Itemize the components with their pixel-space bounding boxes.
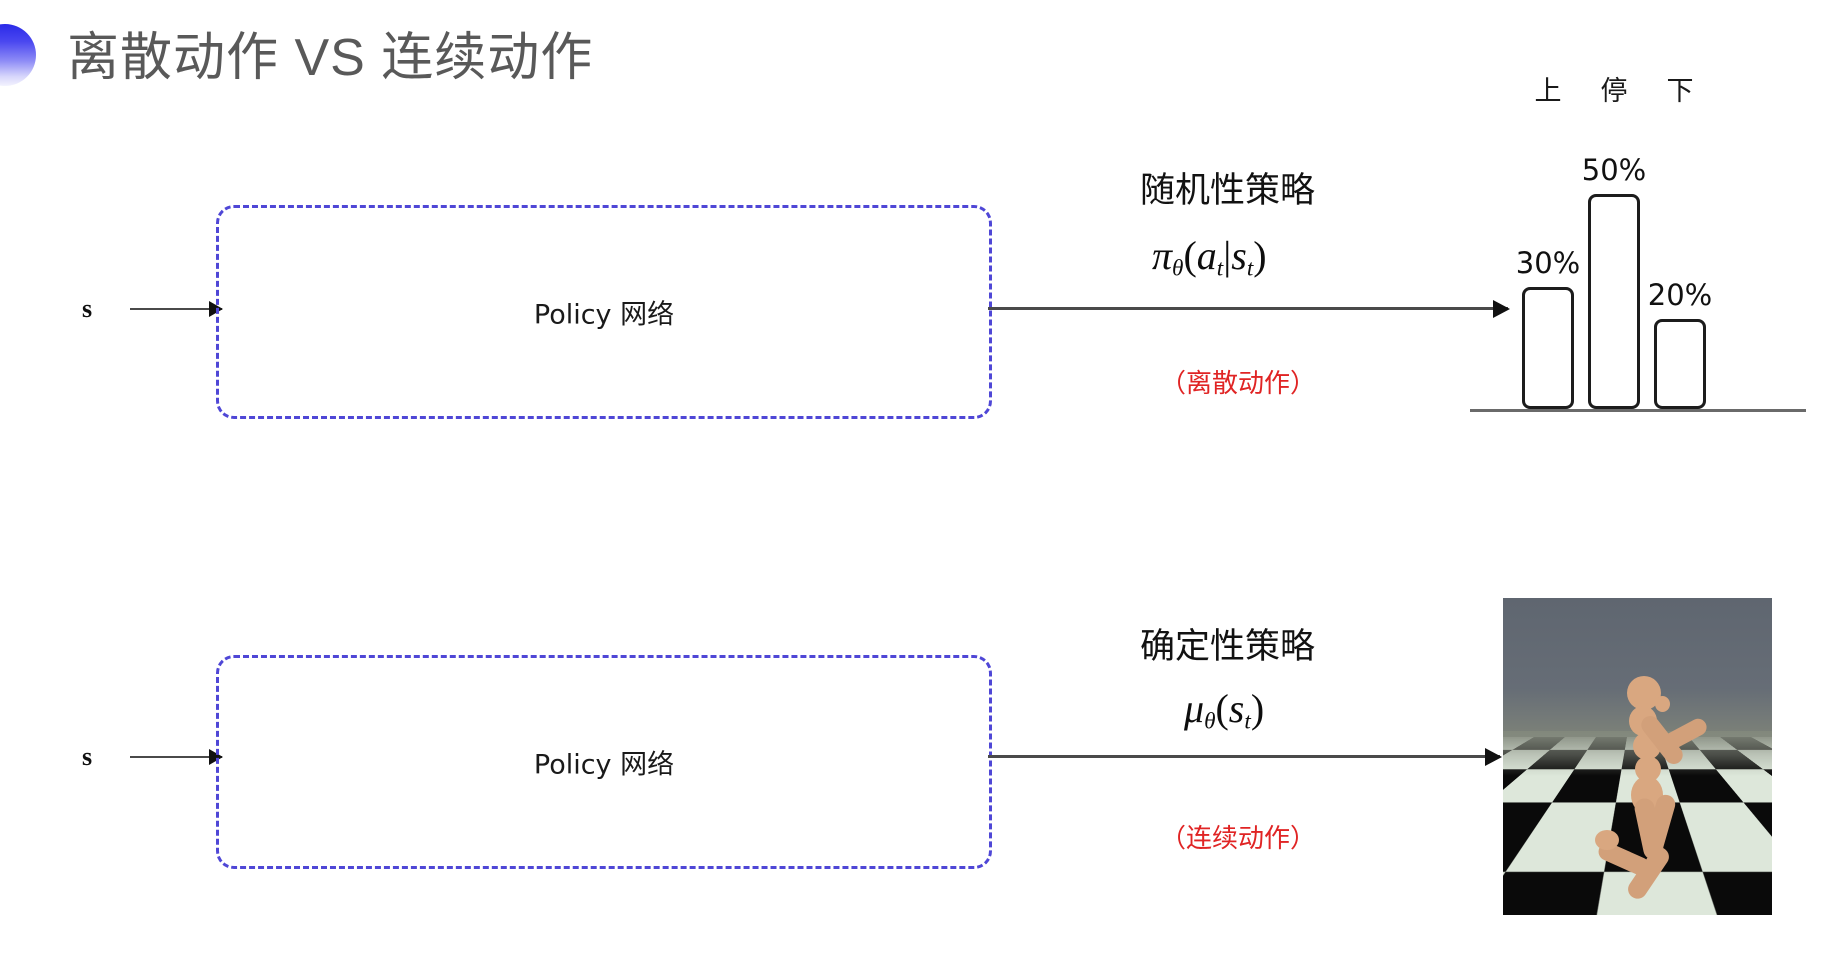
- bar-rect-2: [1654, 319, 1706, 409]
- bar-category-label-2: 下: [1666, 76, 1694, 107]
- humanoid-hand: [1655, 696, 1670, 712]
- discrete-action-bar-chart: 30% 上 50% 停 20% 下: [1470, 76, 1810, 460]
- formula-pi-symbol: π: [1152, 233, 1173, 278]
- bar-group-1: 50% 停: [1582, 76, 1646, 409]
- bar-category-label-1: 停: [1600, 76, 1628, 107]
- formula-theta-symbol: θ: [1172, 255, 1184, 282]
- bar-rect-0: [1522, 287, 1574, 409]
- action-note-continuous: （连续动作）: [1160, 824, 1317, 854]
- bar-chart-axis-line: [1470, 409, 1806, 412]
- formula-theta-symbol-2: θ: [1204, 708, 1216, 735]
- policy-network-box-continuous[interactable]: Policy 网络: [216, 655, 992, 869]
- formula-state-subscript-2: t: [1244, 708, 1251, 735]
- formula-mu-symbol: μ: [1184, 686, 1205, 731]
- formula-deterministic-policy: μθ(st): [1184, 685, 1264, 735]
- policy-output-arrow-continuous: [988, 755, 1500, 758]
- policy-output-arrow-discrete: [988, 307, 1508, 310]
- page-title: 离散动作 VS 连续动作: [67, 29, 594, 87]
- state-input-arrow-continuous: [130, 756, 222, 758]
- state-input-label-continuous: s: [82, 742, 93, 771]
- policy-network-box-discrete[interactable]: Policy 网络: [216, 205, 992, 419]
- bar-value-label-0: 30%: [1515, 246, 1581, 280]
- formula-stochastic-policy: πθ(at|st): [1152, 232, 1267, 282]
- bar-category-label-0: 上: [1534, 76, 1562, 107]
- bar-value-label-2: 20%: [1647, 278, 1713, 312]
- formula-state-symbol-2: s: [1228, 686, 1245, 731]
- formula-close-paren: ): [1253, 233, 1267, 278]
- policy-network-label-discrete: Policy 网络: [533, 299, 675, 331]
- formula-open-paren-2: (: [1215, 686, 1229, 731]
- state-input-label-discrete: s: [82, 294, 93, 323]
- formula-action-subscript: t: [1216, 255, 1224, 282]
- bar-group-2: 20% 下: [1648, 76, 1712, 409]
- formula-state-subscript: t: [1246, 255, 1254, 282]
- policy-network-label-continuous: Policy 网络: [533, 749, 675, 781]
- formula-conditional-pipe: |: [1223, 233, 1232, 278]
- half-circle-gradient-icon: [0, 24, 36, 86]
- action-note-discrete: （离散动作）: [1160, 369, 1317, 399]
- policy-kind-stochastic: 随机性策略: [1140, 171, 1316, 211]
- formula-state-symbol: s: [1231, 233, 1247, 278]
- bar-rect-1: [1588, 194, 1640, 409]
- humanoid-foot: [1595, 830, 1619, 850]
- formula-action-symbol: a: [1196, 233, 1217, 278]
- bar-value-label-1: 50%: [1581, 153, 1647, 187]
- policy-kind-deterministic: 确定性策略: [1140, 627, 1316, 667]
- bar-group-0: 30% 上: [1516, 76, 1580, 409]
- state-input-arrow-discrete: [130, 308, 222, 310]
- formula-open-paren: (: [1183, 233, 1197, 278]
- humanoid-simulation-image: [1503, 598, 1772, 915]
- slide-right-edge: [1842, 0, 1846, 966]
- formula-close-paren-2: ): [1250, 686, 1265, 731]
